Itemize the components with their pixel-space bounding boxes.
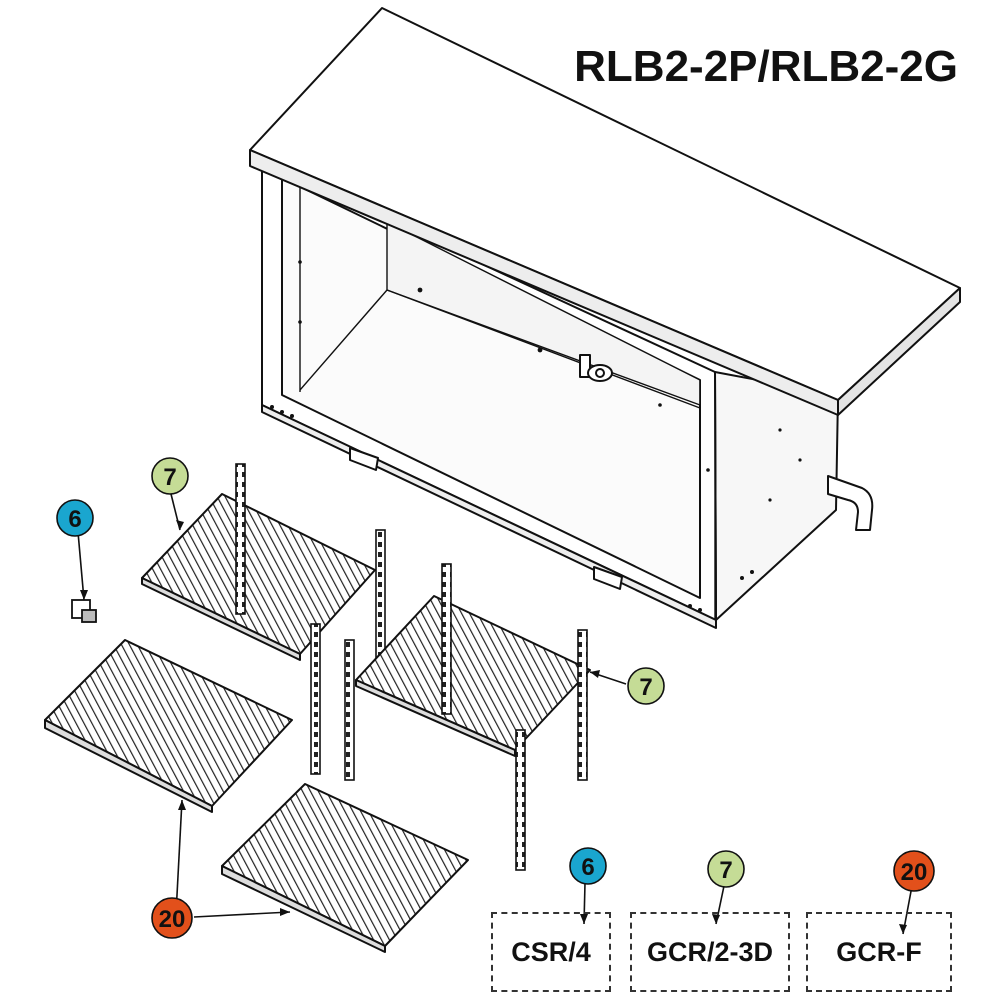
- cabinet-countertop-side-edge: [837, 287, 961, 416]
- kit-code-gcr-f: GCR-F: [836, 936, 922, 967]
- callout-6-label: 6: [68, 506, 81, 533]
- cabinet-right-side-panel: [714, 371, 839, 621]
- model-title: RLB2-2P/RLB2-2G: [574, 42, 958, 91]
- callout-6-diagram: 6: [56, 499, 94, 537]
- leader-arrowheads: [80, 520, 907, 934]
- callout-20-diagram: 20: [151, 897, 193, 939]
- callout-7-upper-left: 7: [151, 457, 189, 495]
- kit-callout-20-label: 20: [901, 859, 928, 886]
- drain-fitting: [579, 354, 613, 382]
- cabinet-body: [249, 7, 961, 629]
- leveling-foot-left: [349, 447, 379, 471]
- callout-7-right: 7: [627, 667, 665, 705]
- kit-box-gcr-f: GCR-F: [806, 912, 952, 992]
- kit-code-gcr2-3d: GCR/2-3D: [646, 936, 774, 967]
- floor-rack-right: [221, 783, 469, 953]
- shelf-clip: [71, 599, 97, 623]
- callout-7-right-label: 7: [639, 674, 652, 701]
- kit-code-csr4: CSR/4: [511, 936, 591, 967]
- kit-callout-6: 6: [569, 847, 607, 885]
- kit-callout-20: 20: [893, 850, 935, 892]
- floor-rack-left: [44, 639, 293, 813]
- upper-left-wire-shelf: [141, 493, 376, 661]
- kit-callout-7-label: 7: [719, 857, 732, 884]
- right-pilasters: [344, 563, 588, 871]
- callout-20-diagram-label: 20: [159, 906, 186, 933]
- drain-pipe: [827, 475, 874, 531]
- right-wire-shelf: [355, 595, 591, 757]
- kit-callout-7: 7: [707, 850, 745, 888]
- callout-7-upper-left-label: 7: [163, 464, 176, 491]
- kit-box-gcr2-3d: GCR/2-3D: [630, 912, 790, 992]
- kit-box-csr4: CSR/4: [491, 912, 611, 992]
- kit-callout-6-label: 6: [581, 854, 594, 881]
- leveling-foot-right: [593, 566, 623, 590]
- cabinet-fastener-dots: [270, 260, 802, 612]
